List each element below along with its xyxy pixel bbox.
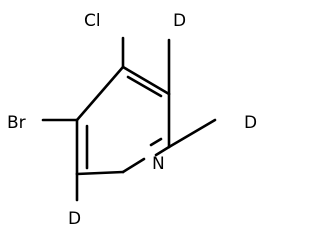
bond-c2-ring xyxy=(75,170,125,176)
atom-label-d-top: D xyxy=(173,11,186,31)
bond-c3-c4 xyxy=(75,65,125,122)
atom-label-d-bottom: D xyxy=(68,209,81,229)
atom-label-d-right: D xyxy=(244,113,257,133)
bond-n-c2 xyxy=(121,157,146,174)
atom-label-n: N xyxy=(152,154,165,174)
bond-c6-d xyxy=(167,118,217,149)
atom-label-br: Br xyxy=(7,113,26,133)
bonds xyxy=(41,36,217,202)
molecule-svg: Cl Br N D D D xyxy=(7,11,257,229)
bond-c6-n xyxy=(154,145,171,157)
bond-c6-n-inner xyxy=(149,137,163,147)
structure-diagram: Cl Br N D D D xyxy=(7,11,257,229)
bond-c4-c5-inner xyxy=(126,75,163,98)
bond-c4-c5 xyxy=(121,65,171,96)
atom-label-cl: Cl xyxy=(84,11,101,31)
